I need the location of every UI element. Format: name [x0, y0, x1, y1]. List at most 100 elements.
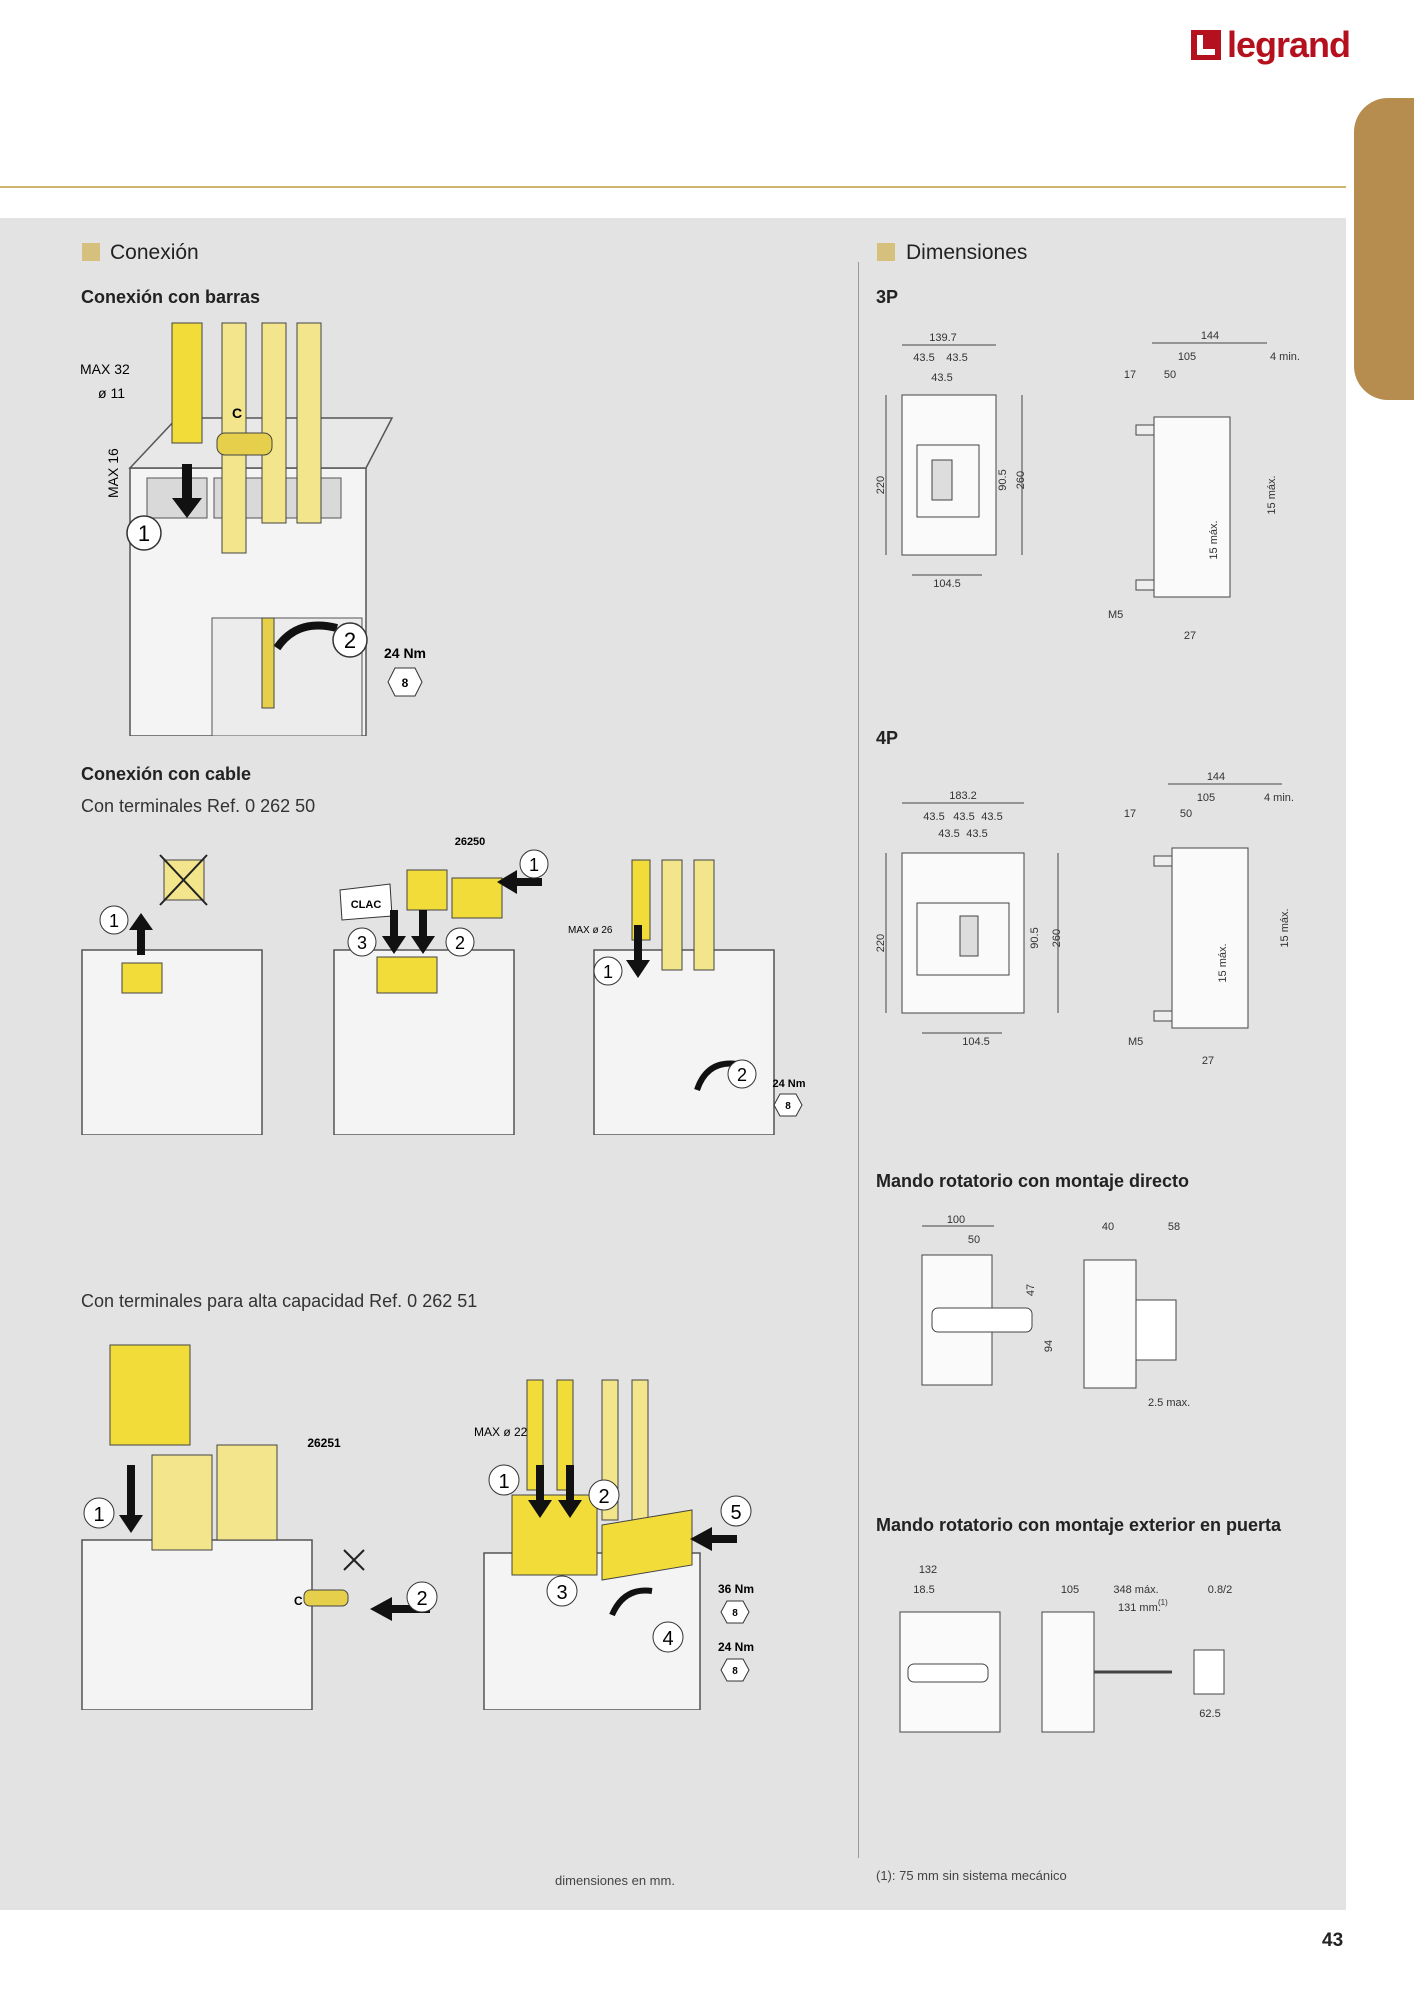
- svg-text:94: 94: [1043, 1340, 1055, 1352]
- label-c: C: [232, 405, 242, 421]
- section-bullet-icon: [82, 243, 100, 261]
- svg-text:1: 1: [529, 855, 539, 875]
- svg-text:183.2: 183.2: [949, 790, 977, 802]
- svg-text:15 máx.: 15 máx.: [1208, 520, 1220, 559]
- svg-text:0.8/2: 0.8/2: [1208, 1584, 1232, 1596]
- barras-illustration: 1 2 MAX 32 ø 11 MAX 16 C 24 Nm 8: [80, 322, 426, 736]
- svg-text:105: 105: [1178, 351, 1196, 363]
- svg-text:3: 3: [556, 1582, 567, 1604]
- cable-illustration: 1 26250 CLAC 3 2 1 MAX ø 26 1 2 24 Nm 8: [81, 836, 806, 1135]
- svg-text:MAX ø 26: MAX ø 26: [568, 925, 613, 936]
- dim-mando-puerta-drawing: 132 18.5 105 348 máx. 131 mm. (1) 0.8/2 …: [899, 1564, 1232, 1733]
- rotation-arrow-icon: [273, 621, 338, 651]
- svg-text:104.5: 104.5: [962, 1036, 990, 1048]
- svg-text:43.5: 43.5: [913, 352, 934, 364]
- svg-text:2.5 max.: 2.5 max.: [1148, 1397, 1190, 1409]
- svg-text:220: 220: [875, 934, 887, 952]
- step-badge: [332, 622, 368, 658]
- heading-mando-puerta: Mando rotatorio con montaje exterior en …: [876, 1515, 1282, 1535]
- svg-text:43.5: 43.5: [966, 828, 987, 840]
- bar-yellow: [296, 322, 322, 524]
- svg-text:15 máx.: 15 máx.: [1279, 908, 1291, 947]
- svg-text:220: 220: [875, 476, 887, 494]
- svg-text:50: 50: [968, 1234, 980, 1246]
- step-badge: [126, 515, 162, 551]
- svg-text:17: 17: [1124, 369, 1136, 381]
- dim-max16: MAX 16: [105, 448, 121, 498]
- svg-text:36 Nm: 36 Nm: [718, 1582, 754, 1596]
- svg-text:24 Nm: 24 Nm: [718, 1640, 754, 1654]
- svg-text:C: C: [294, 1594, 303, 1608]
- side-tab: [1354, 98, 1414, 400]
- svg-text:M5: M5: [1108, 609, 1123, 621]
- step-number: 2: [344, 628, 356, 653]
- svg-text:8: 8: [732, 1608, 738, 1619]
- footnote-dimensiones: dimensiones en mm.: [555, 1873, 675, 1888]
- alta-step-b: MAX ø 22 1 2 3 4 5 36 Nm 8 24 Nm 8: [474, 1379, 754, 1710]
- svg-text:105: 105: [1197, 792, 1215, 804]
- svg-text:105: 105: [1061, 1584, 1079, 1596]
- svg-text:144: 144: [1207, 771, 1225, 783]
- svg-text:27: 27: [1184, 630, 1196, 642]
- cable-step-b: 26250 CLAC 3 2 1: [333, 836, 549, 1135]
- svg-text:15 máx.: 15 máx.: [1217, 943, 1229, 982]
- step-number: 1: [138, 521, 150, 546]
- hex-key: [261, 617, 275, 709]
- svg-text:43.5: 43.5: [981, 811, 1002, 823]
- svg-text:58: 58: [1168, 1221, 1180, 1233]
- header-divider: [0, 186, 1346, 188]
- legrand-logo: legrand: [1190, 24, 1351, 66]
- svg-text:8: 8: [732, 1666, 738, 1677]
- cable-step-c: MAX ø 26 1 2 24 Nm 8: [568, 859, 806, 1135]
- arrow-down-icon: [172, 464, 202, 518]
- bar-yellow: [171, 322, 203, 444]
- svg-text:90.5: 90.5: [997, 469, 1009, 490]
- torque-label: 24 Nm: [384, 645, 426, 661]
- heading-conexion-barras: Conexión con barras: [81, 287, 261, 307]
- footnote-75mm: (1): 75 mm sin sistema mecánico: [876, 1868, 1067, 1883]
- section-bullet-icon: [877, 243, 895, 261]
- svg-text:144: 144: [1201, 330, 1219, 342]
- dim-3p-drawing: 139.7 43.5 43.5 43.5 220 90.5 260 104.5 …: [875, 330, 1300, 642]
- svg-text:M5: M5: [1128, 1036, 1143, 1048]
- svg-text:18.5: 18.5: [913, 1584, 934, 1596]
- svg-text:100: 100: [947, 1214, 965, 1226]
- heading-conexion-cable: Conexión con cable: [81, 764, 252, 784]
- section-title-dimensiones: Dimensiones: [906, 241, 1028, 264]
- hex-size: 8: [402, 676, 409, 690]
- svg-text:40: 40: [1102, 1221, 1114, 1233]
- svg-text:15 máx.: 15 máx.: [1266, 475, 1278, 514]
- svg-text:2: 2: [598, 1486, 609, 1508]
- section-title-conexion: Conexión: [110, 241, 199, 264]
- dim-4p-drawing: 183.2 43.5 43.5 43.5 43.5 43.5 220 90.5 …: [875, 771, 1294, 1067]
- bar-yellow: [261, 322, 287, 524]
- svg-text:5: 5: [730, 1502, 741, 1524]
- svg-text:2: 2: [737, 1065, 747, 1085]
- svg-text:260: 260: [1051, 929, 1063, 947]
- svg-text:43.5: 43.5: [946, 352, 967, 364]
- column-divider: [858, 262, 859, 1858]
- svg-text:MAX ø 22: MAX ø 22: [474, 1425, 528, 1439]
- svg-text:139.7: 139.7: [929, 332, 957, 344]
- alta-capacidad-illustration: 26251 C 1 2 MAX ø 22 1 2 3 4 5 36 Nm: [81, 1344, 754, 1710]
- svg-text:131 mm.: 131 mm.: [1118, 1602, 1161, 1614]
- svg-text:50: 50: [1180, 808, 1192, 820]
- svg-text:90.5: 90.5: [1029, 927, 1041, 948]
- legrand-mark-icon: [1190, 30, 1221, 60]
- svg-text:348 máx.: 348 máx.: [1113, 1584, 1158, 1596]
- svg-text:50: 50: [1164, 369, 1176, 381]
- dim-d11: ø 11: [98, 385, 125, 401]
- dim-max32: MAX 32: [80, 361, 130, 377]
- svg-text:26251: 26251: [307, 1436, 341, 1450]
- svg-text:2: 2: [455, 933, 465, 953]
- subheading-alta-capacidad: Con terminales para alta capacidad Ref. …: [81, 1291, 478, 1311]
- svg-text:132: 132: [919, 1564, 937, 1576]
- svg-text:1: 1: [109, 911, 119, 931]
- svg-text:2: 2: [416, 1588, 427, 1610]
- svg-text:260: 260: [1015, 471, 1027, 489]
- svg-text:43.5: 43.5: [931, 372, 952, 384]
- svg-text:4 min.: 4 min.: [1264, 792, 1294, 804]
- svg-text:62.5: 62.5: [1199, 1708, 1220, 1720]
- svg-text:104.5: 104.5: [933, 578, 961, 590]
- svg-text:1: 1: [93, 1504, 104, 1526]
